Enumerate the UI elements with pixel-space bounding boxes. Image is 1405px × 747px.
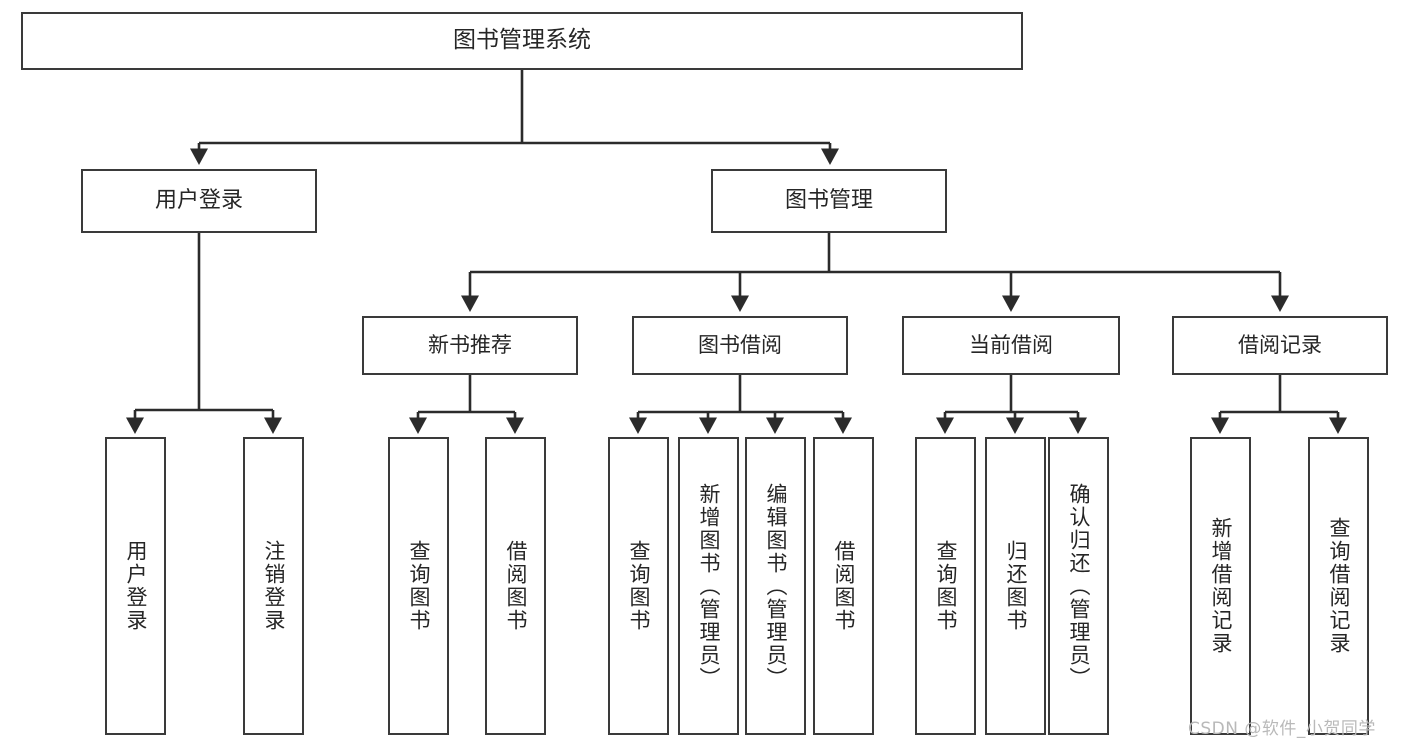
node-leaf-user-login-label: 用户登录 — [124, 540, 148, 632]
csdn-watermark: CSDN @软件_小贺同学 — [1188, 719, 1376, 739]
node-user-login[interactable]: 用户登录 — [81, 169, 317, 233]
node-leaf-return-book-label: 归还图书 — [1004, 540, 1028, 632]
node-leaf-borrow-book-1[interactable]: 借阅图书 — [485, 437, 546, 735]
node-borrow-record[interactable]: 借阅记录 — [1172, 316, 1388, 375]
node-book-borrow-label: 图书借阅 — [698, 332, 782, 357]
node-new-book-recommend-label: 新书推荐 — [428, 332, 512, 357]
node-leaf-user-login[interactable]: 用户登录 — [105, 437, 166, 735]
node-book-manage[interactable]: 图书管理 — [711, 169, 947, 233]
node-leaf-confirm-return-label: 确认归还（管理员） — [1067, 482, 1091, 690]
node-leaf-add-book[interactable]: 新增图书（管理员） — [678, 437, 739, 735]
node-borrow-record-label: 借阅记录 — [1238, 332, 1322, 357]
node-leaf-add-record-label: 新增借阅记录 — [1209, 517, 1233, 655]
node-leaf-edit-book-label: 编辑图书（管理员） — [764, 482, 788, 690]
node-leaf-user-logout-label: 注销登录 — [262, 540, 286, 632]
node-leaf-add-book-label: 新增图书（管理员） — [697, 482, 721, 690]
node-leaf-borrow-book-2[interactable]: 借阅图书 — [813, 437, 874, 735]
node-leaf-borrow-book-1-label: 借阅图书 — [504, 540, 528, 632]
node-current-borrow-label: 当前借阅 — [969, 332, 1053, 357]
node-leaf-query-record[interactable]: 查询借阅记录 — [1308, 437, 1369, 735]
node-leaf-user-logout[interactable]: 注销登录 — [243, 437, 304, 735]
node-book-manage-label: 图书管理 — [784, 187, 873, 213]
node-leaf-confirm-return[interactable]: 确认归还（管理员） — [1048, 437, 1109, 735]
node-root[interactable]: 图书管理系统 — [21, 12, 1023, 70]
node-leaf-query-book-1[interactable]: 查询图书 — [388, 437, 449, 735]
node-leaf-edit-book[interactable]: 编辑图书（管理员） — [745, 437, 806, 735]
node-root-label: 图书管理系统 — [453, 27, 591, 54]
node-new-book-recommend[interactable]: 新书推荐 — [362, 316, 578, 375]
node-current-borrow[interactable]: 当前借阅 — [902, 316, 1120, 375]
node-leaf-query-record-label: 查询借阅记录 — [1327, 517, 1351, 655]
node-leaf-query-book-3-label: 查询图书 — [934, 540, 958, 632]
node-book-borrow[interactable]: 图书借阅 — [632, 316, 848, 375]
node-leaf-return-book[interactable]: 归还图书 — [985, 437, 1046, 735]
node-leaf-query-book-3[interactable]: 查询图书 — [915, 437, 976, 735]
node-user-login-label: 用户登录 — [154, 187, 243, 213]
node-leaf-query-book-2[interactable]: 查询图书 — [608, 437, 669, 735]
node-leaf-query-book-2-label: 查询图书 — [627, 540, 651, 632]
node-leaf-borrow-book-2-label: 借阅图书 — [832, 540, 856, 632]
node-leaf-query-book-1-label: 查询图书 — [407, 540, 431, 632]
node-leaf-add-record[interactable]: 新增借阅记录 — [1190, 437, 1251, 735]
